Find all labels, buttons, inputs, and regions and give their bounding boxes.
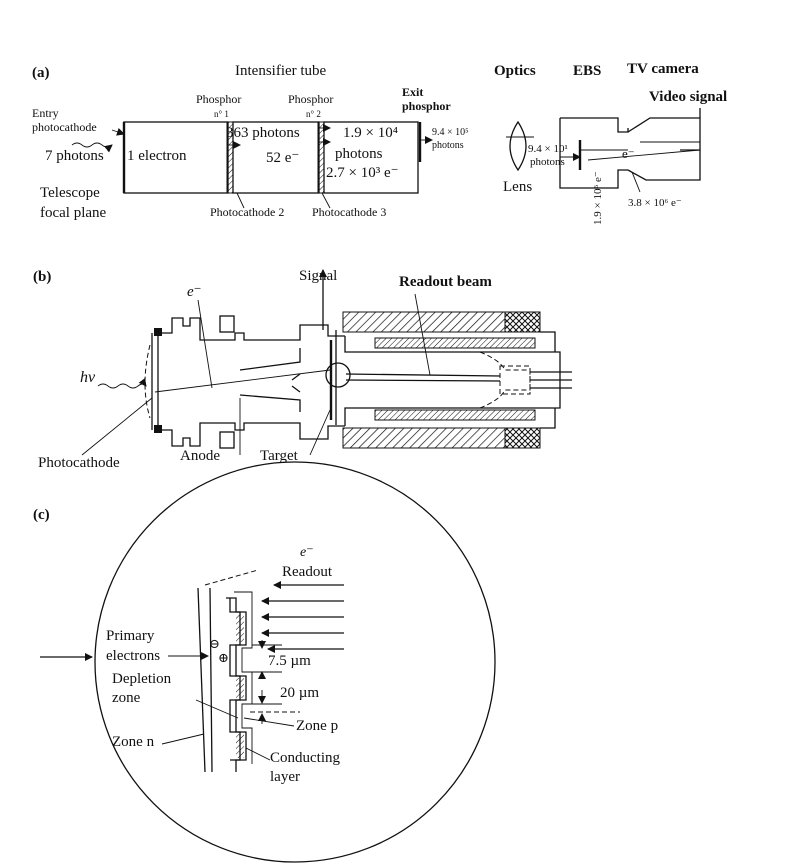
photons-small-2: photons	[530, 156, 565, 168]
dim-20-um: 20 µm	[280, 685, 319, 701]
video-signal-label: Video signal	[649, 89, 727, 105]
ebs-electron: e⁻	[622, 146, 635, 161]
photons-word-small: photons	[432, 140, 464, 151]
plus-charge: ⊕	[218, 650, 229, 665]
primary-label-1: Primary	[106, 628, 155, 644]
photocathode-2: Photocathode 2	[210, 205, 284, 219]
photons-94e1: 9.4 × 10¹	[528, 143, 568, 155]
photons-363: 363 photons	[226, 125, 300, 141]
phosphor1-label-2: n° 1	[214, 109, 229, 119]
panel-b: (b) Signal Readout beam e⁻ hν Photocatho…	[33, 268, 572, 471]
panel-a-label: (a)	[32, 65, 50, 81]
electrons-19e6: 1.9 × 10⁶ e⁻	[592, 171, 604, 225]
readout-beam-label: Readout beam	[399, 274, 492, 290]
one-electron: 1 electron	[127, 148, 187, 164]
intensifier-tube-title: Intensifier tube	[235, 63, 327, 79]
focus-upper	[504, 311, 541, 333]
coil-lower	[342, 427, 506, 449]
intensifier-tube-diagram	[71, 121, 433, 209]
photons-94e5: 9.4 × 10⁵	[432, 127, 469, 138]
panel-c: (c)	[33, 461, 496, 863]
primary-label-2: electrons	[106, 648, 160, 664]
phosphor2-label-1: Phosphor	[288, 92, 333, 106]
lens-label: Lens	[503, 179, 532, 195]
target-label: Target	[260, 448, 299, 464]
depletion-label-2: zone	[112, 690, 141, 706]
exit-label-1: Exit	[402, 85, 423, 99]
depletion-label-1: Depletion	[112, 671, 172, 687]
photons-19e4: 1.9 × 10⁴	[343, 125, 398, 141]
photons-in: 7 photons	[45, 148, 104, 164]
panel-a: (a) Intensifier tube Entry photocathode …	[32, 61, 727, 225]
photocathode-3: Photocathode 3	[312, 205, 386, 219]
exit-label-2: phosphor	[402, 99, 451, 113]
magnified-target-circle	[94, 461, 496, 863]
hv-label: hν	[80, 369, 96, 386]
entry-label-1: Entry	[32, 106, 59, 120]
phosphor2-label-2: n° 2	[306, 109, 321, 119]
telescope-label-1: Telescope	[40, 185, 100, 201]
photons-word: photons	[335, 146, 383, 162]
optics-ebs-camera-diagram	[506, 108, 701, 193]
coil-upper	[342, 311, 506, 333]
phosphor1-label-1: Phosphor	[196, 92, 241, 106]
signal-label: Signal	[299, 268, 337, 284]
telescope-label-2: focal plane	[40, 205, 107, 221]
yoke-lower	[374, 409, 536, 421]
tv-camera-label: TV camera	[627, 61, 699, 77]
panel-c-label: (c)	[33, 507, 50, 523]
conducting-label-2: layer	[270, 769, 300, 785]
phosphor-2	[317, 121, 325, 194]
electron-c: e⁻	[300, 545, 314, 560]
optics-label: Optics	[494, 63, 536, 79]
conducting-label-1: Conducting	[270, 750, 340, 766]
entry-label-2: photocathode	[32, 120, 97, 134]
ebs-label: EBS	[573, 63, 601, 79]
lens-icon	[509, 120, 527, 172]
zone-p-label: Zone p	[296, 718, 338, 734]
electrons-27e3: 2.7 × 10³ e⁻	[326, 165, 399, 181]
electrons-52: 52 e⁻	[266, 150, 299, 166]
minus-charge: ⊖	[209, 636, 220, 651]
electron-b: e⁻	[187, 284, 202, 300]
vidicon-tube-diagram	[81, 269, 572, 456]
dim-7-5-um: 7.5 µm	[268, 653, 311, 669]
yoke-upper	[374, 337, 536, 349]
panel-b-label: (b)	[33, 269, 51, 285]
zone-n-label: Zone n	[112, 734, 155, 750]
photocathode-b: Photocathode	[38, 455, 120, 471]
electrons-38e6: 3.8 × 10⁶ e⁻	[628, 197, 682, 209]
focus-lower	[504, 427, 541, 449]
readout-label: Readout	[282, 564, 333, 580]
anode-label: Anode	[180, 448, 220, 464]
target-cross-section	[40, 569, 344, 773]
